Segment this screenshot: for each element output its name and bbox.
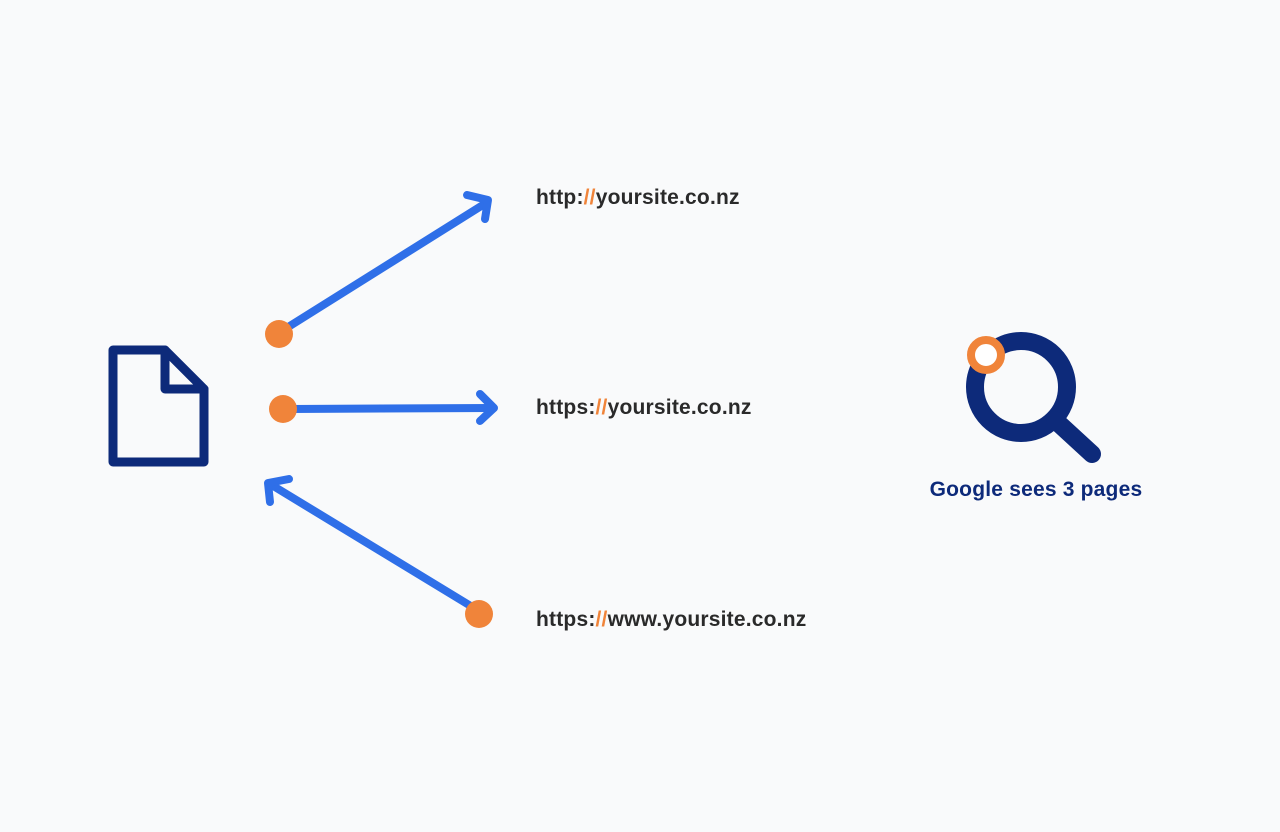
url-https-www-yoursite: https://www.yoursite.co.nz <box>536 608 806 632</box>
url-host: yoursite.co.nz <box>595 186 740 209</box>
url-separator: // <box>595 396 608 419</box>
url-https-yoursite: https://yoursite.co.nz <box>536 396 752 420</box>
arrow-from-www-url <box>264 475 478 612</box>
url-host: www.yoursite.co.nz <box>607 608 807 631</box>
magnifier-search-icon <box>966 332 1101 463</box>
document-icon <box>108 345 209 467</box>
arrow-2-origin-dot <box>269 395 297 423</box>
google-sees-caption: Google sees 3 pages <box>929 478 1143 501</box>
arrow-to-http-url <box>281 191 492 333</box>
url-scheme: https: <box>536 396 596 419</box>
arrow-to-https-url <box>286 390 498 425</box>
url-scheme: https: <box>536 608 596 631</box>
url-scheme: http: <box>536 186 584 209</box>
url-http-yoursite: http://yoursite.co.nz <box>536 186 740 210</box>
url-separator: // <box>595 608 608 631</box>
url-host: yoursite.co.nz <box>607 396 752 419</box>
url-separator: // <box>583 186 596 209</box>
arrow-3-origin-dot <box>465 600 493 628</box>
arrow-1-origin-dot <box>265 320 293 348</box>
